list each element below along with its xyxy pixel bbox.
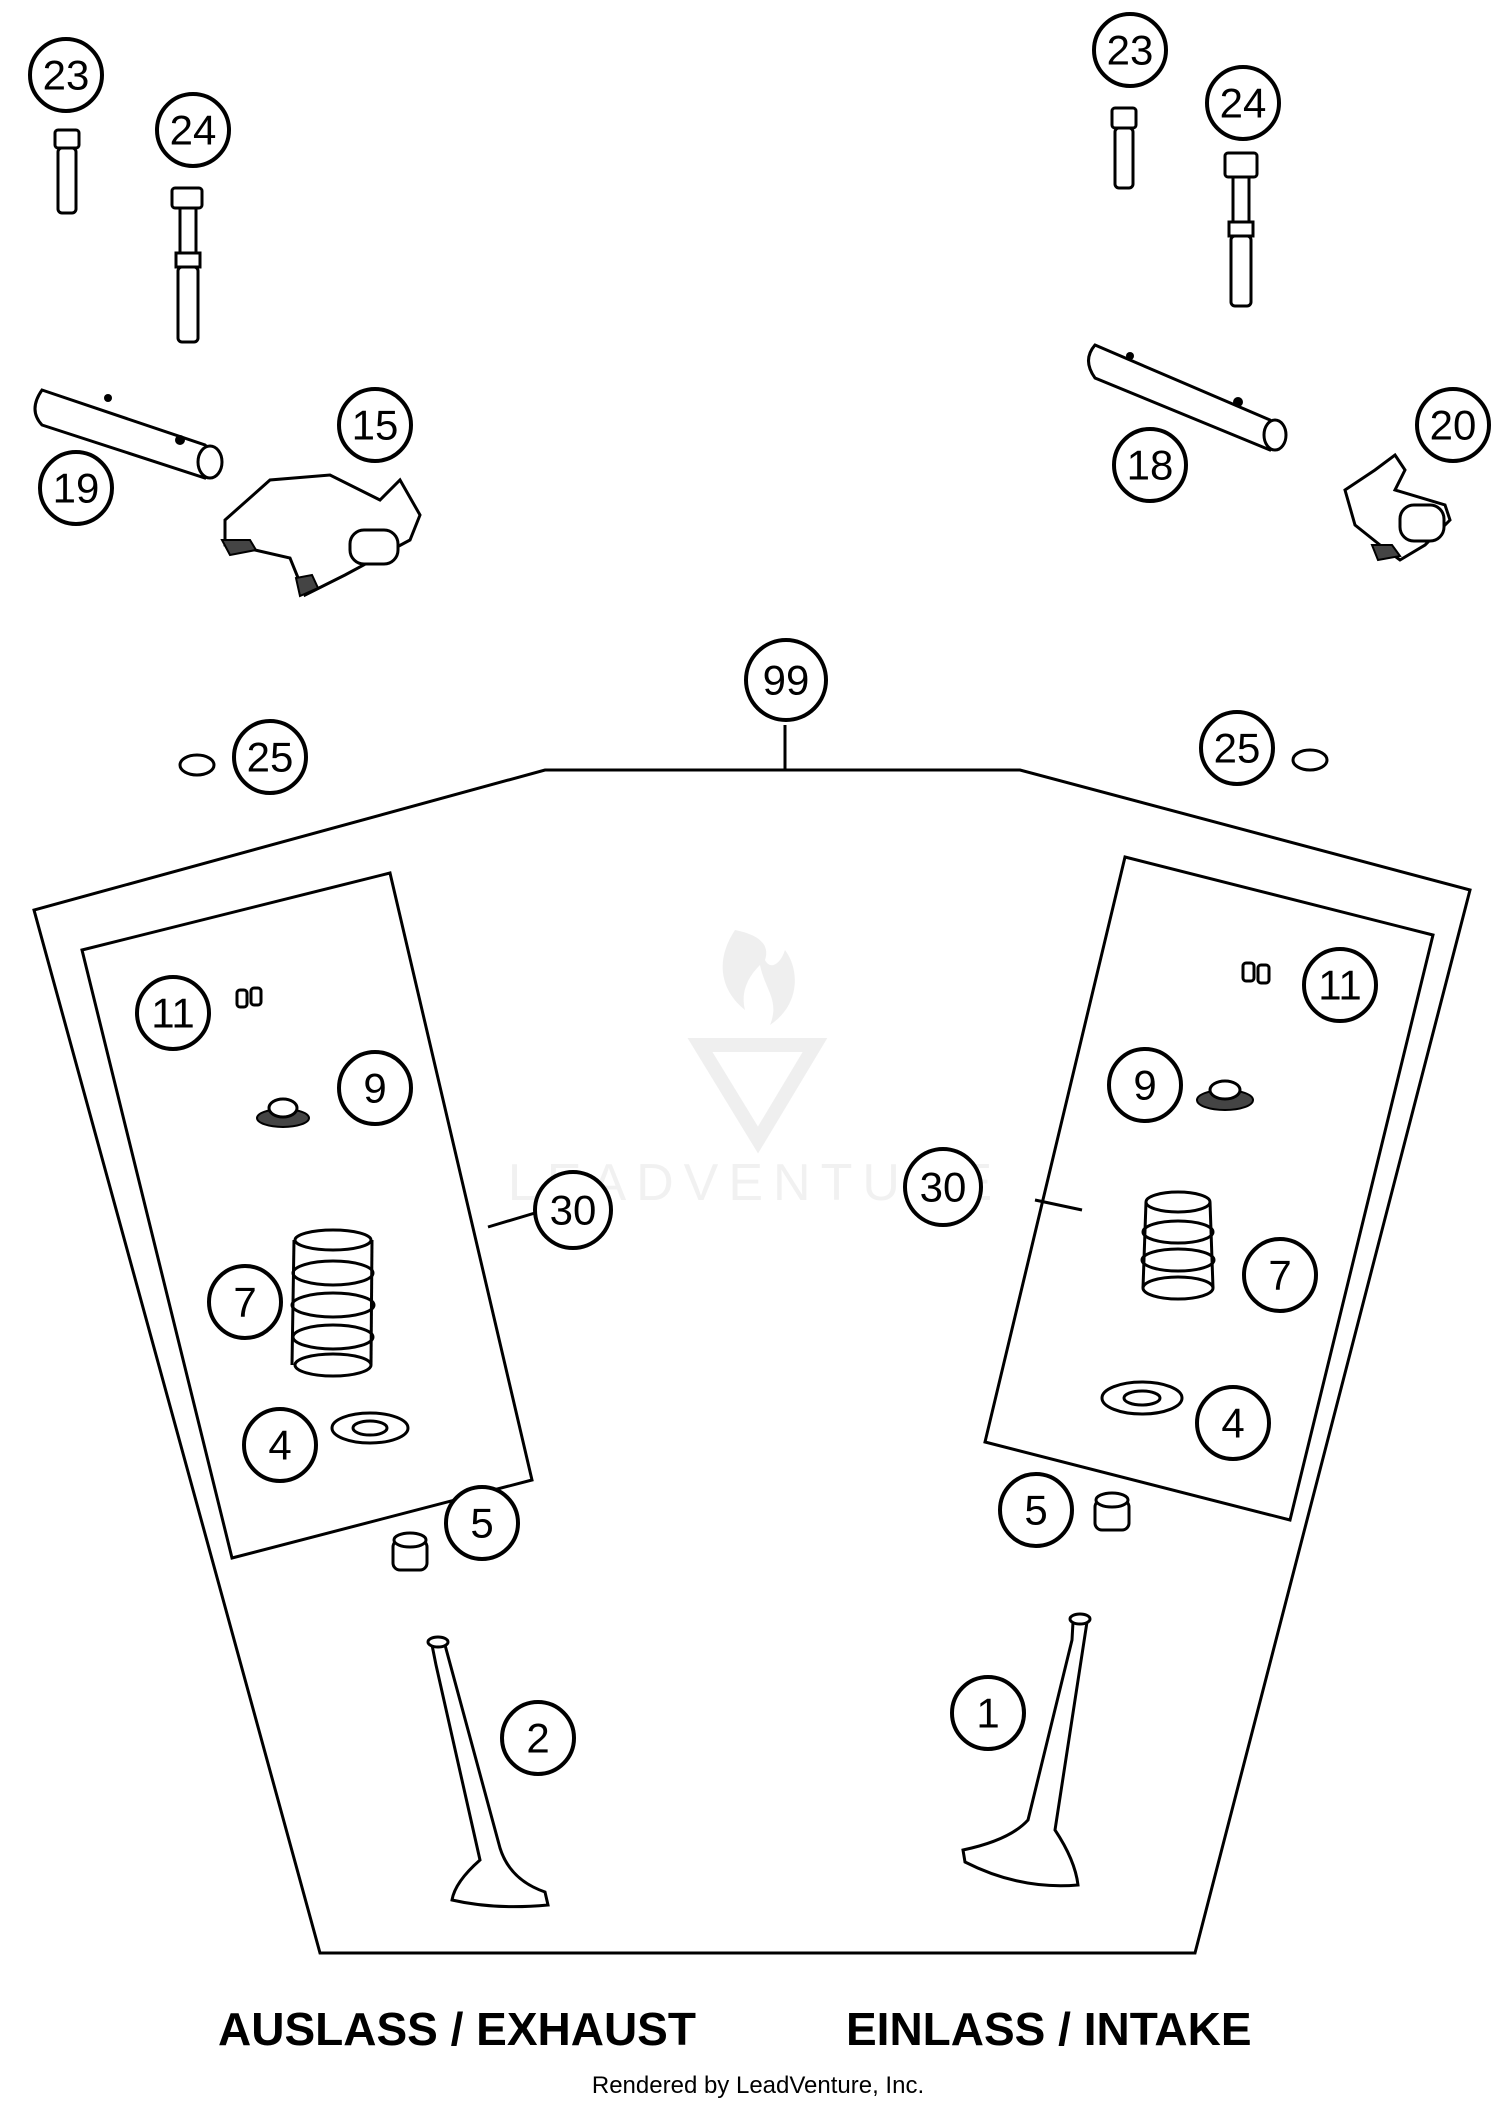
callout-24-right: 24: [1205, 65, 1281, 141]
callout-5-left: 5: [444, 1485, 520, 1561]
valve-spring-7-left: [290, 1228, 376, 1378]
callout-4-left: 4: [242, 1407, 318, 1483]
svg-text:15: 15: [352, 402, 399, 449]
callout-30-left: 30: [533, 1170, 613, 1250]
callout-15: 15: [337, 387, 413, 463]
exhaust-valve-2: [426, 1635, 550, 1909]
svg-text:5: 5: [470, 1500, 493, 1547]
callout-99: 99: [744, 638, 828, 722]
callout-18: 18: [1112, 427, 1188, 503]
subkit-frame-30-right: [983, 855, 1435, 1522]
svg-text:7: 7: [1268, 1252, 1291, 1299]
svg-text:99: 99: [763, 657, 810, 704]
svg-text:4: 4: [1221, 1400, 1244, 1447]
callout-9-left: 9: [337, 1050, 413, 1126]
svg-text:19: 19: [53, 465, 100, 512]
svg-text:7: 7: [233, 1279, 256, 1326]
svg-text:1: 1: [976, 1690, 999, 1737]
callout-20: 20: [1415, 387, 1491, 463]
callout-23-left: 23: [28, 37, 104, 113]
screw-23-left: [53, 128, 81, 215]
callout-1: 1: [950, 1675, 1026, 1751]
callout-2: 2: [500, 1700, 576, 1776]
callout-9-right: 9: [1107, 1047, 1183, 1123]
spring-seat-4-right: [1100, 1380, 1184, 1416]
svg-text:11: 11: [151, 990, 195, 1037]
callout-7-right: 7: [1242, 1237, 1318, 1313]
callout-11-left: 11: [135, 975, 211, 1051]
callout-23-right: 23: [1092, 12, 1168, 88]
spring-retainer-9-left: [256, 1097, 310, 1128]
callout-19: 19: [38, 450, 114, 526]
bolt-24-right: [1223, 151, 1259, 308]
svg-text:9: 9: [1133, 1062, 1156, 1109]
screw-23-right: [1110, 106, 1138, 190]
rocker-shaft-19: [33, 388, 224, 480]
assembly-frame-99: [32, 768, 1472, 1955]
valve-seal-5-right: [1093, 1491, 1131, 1532]
svg-text:23: 23: [1107, 27, 1154, 74]
intake-valve-1: [961, 1612, 1092, 1888]
shim-25-right: [1291, 748, 1329, 772]
callout-25-left: 25: [232, 719, 308, 795]
svg-text:23: 23: [43, 52, 90, 99]
svg-text:11: 11: [1318, 962, 1362, 1009]
svg-text:2: 2: [526, 1715, 549, 1762]
svg-text:4: 4: [268, 1422, 291, 1469]
svg-text:20: 20: [1430, 402, 1477, 449]
svg-text:30: 30: [550, 1187, 597, 1234]
svg-text:24: 24: [170, 107, 217, 154]
rocker-arm-20: [1343, 452, 1452, 562]
valve-seal-5-left: [391, 1531, 429, 1572]
valve-keys-11-left: [235, 986, 263, 1009]
callout-4-right: 4: [1195, 1385, 1271, 1461]
svg-text:18: 18: [1127, 442, 1174, 489]
svg-text:30: 30: [920, 1164, 967, 1211]
subkit-frame-30-left: [80, 871, 534, 1560]
callout-5-right: 5: [998, 1472, 1074, 1548]
rocker-shaft-18: [1087, 343, 1288, 452]
valve-keys-11-right: [1241, 961, 1271, 985]
callout-11-right: 11: [1302, 947, 1378, 1023]
callout-24-left: 24: [155, 92, 231, 168]
caption-exhaust: AUSLASS / EXHAUST: [218, 2003, 696, 2055]
leader-30-right: [1034, 1198, 1083, 1212]
spring-retainer-9-right: [1196, 1079, 1254, 1111]
bolt-24-left: [170, 186, 204, 344]
callout-7-left: 7: [207, 1264, 283, 1340]
shim-25-left: [178, 753, 216, 777]
valve-spring-7-right: [1140, 1190, 1216, 1301]
caption-intake: EINLASS / INTAKE: [846, 2003, 1252, 2055]
svg-text:5: 5: [1024, 1487, 1047, 1534]
callout-30-right: 30: [903, 1147, 983, 1227]
svg-text:25: 25: [247, 734, 294, 781]
callout-25-right: 25: [1199, 710, 1275, 786]
spring-seat-4-left: [330, 1411, 410, 1445]
render-credit: Rendered by LeadVenture, Inc.: [592, 2072, 924, 2099]
svg-text:9: 9: [363, 1065, 386, 1112]
rocker-arm-15: [220, 473, 422, 598]
svg-text:25: 25: [1214, 725, 1261, 772]
svg-text:24: 24: [1220, 80, 1267, 127]
